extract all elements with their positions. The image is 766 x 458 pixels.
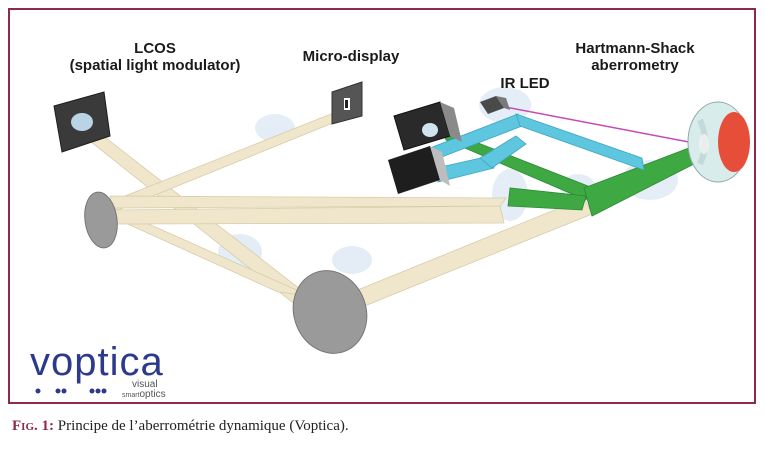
eye (687, 101, 750, 183)
figure-frame: LCOS (spatial light modulator) Micro-dis… (8, 8, 756, 404)
hartmann-shack-label: Hartmann-Shack aberrometry (550, 40, 720, 74)
micro-display-panel (331, 81, 363, 125)
hs-label-line1: Hartmann-Shack (575, 40, 695, 57)
cyan-beam-diag (479, 135, 527, 169)
green-beam-bottom (507, 187, 587, 211)
logo-wordmark: voptica (30, 340, 164, 384)
micro-display-label: Micro-display (302, 48, 400, 65)
green-beam-to-eye (583, 145, 703, 217)
mirror-bottom (292, 270, 368, 354)
logo-tagline: visual smartoptics (122, 380, 166, 401)
optical-setup-diagram (53, 81, 750, 354)
lcos-label-line2: (spatial light modulator) (69, 57, 241, 74)
cyan-beam-cross (515, 113, 645, 171)
logo-tagline-smart-optics: smartoptics (122, 390, 166, 401)
cyan-beams (429, 113, 645, 183)
logo-dots (35, 388, 107, 394)
voptica-logo: voptica visual smartoptics (30, 342, 210, 410)
camera-lower (388, 146, 450, 194)
mirror-left (84, 191, 118, 249)
ir-led-label: IR LED (500, 75, 550, 92)
logo-tagline-optics: optics (139, 389, 166, 400)
hs-label-line2: aberrometry (591, 57, 679, 74)
caption-figure-number: Fig. 1: (12, 418, 54, 434)
logo-tagline-visual: visual (132, 379, 158, 390)
lcos-label: LCOS (spatial light modulator) (40, 40, 270, 74)
ir-laser-line (499, 105, 711, 147)
beam-mirror1-to-right (111, 205, 505, 225)
mirrors (84, 191, 368, 354)
lcos-panel (53, 91, 111, 153)
caption-text: Principe de l’aberrométrie dynamique (Vo… (54, 418, 349, 434)
beam-right-to-mirror1 (109, 195, 507, 209)
lcos-label-line1: LCOS (134, 40, 176, 57)
figure-caption: Fig. 1: Principe de l’aberrométrie dynam… (12, 418, 349, 435)
ir-led-device (480, 96, 510, 114)
hs-camera-upper (393, 101, 462, 151)
logo-tagline-smart: smart (122, 392, 140, 399)
